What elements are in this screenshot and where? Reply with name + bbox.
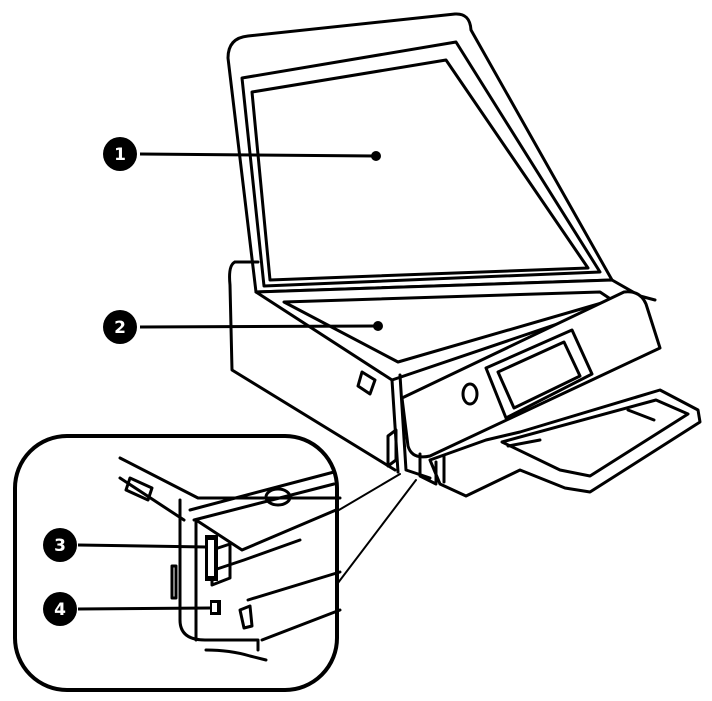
callout-2: 2 (103, 310, 383, 344)
control-panel (400, 290, 662, 459)
callout-number: 2 (114, 318, 126, 338)
callout-3: 3 (43, 528, 208, 562)
callout-4: 4 (43, 592, 211, 626)
callout-number: 1 (114, 145, 126, 165)
output-tray (418, 388, 702, 498)
zoom-detail-inset (13, 434, 342, 692)
callout-number: 4 (54, 600, 66, 620)
callout-1: 1 (103, 137, 381, 171)
callout-number: 3 (54, 536, 66, 556)
scanner-lid (226, 12, 614, 294)
